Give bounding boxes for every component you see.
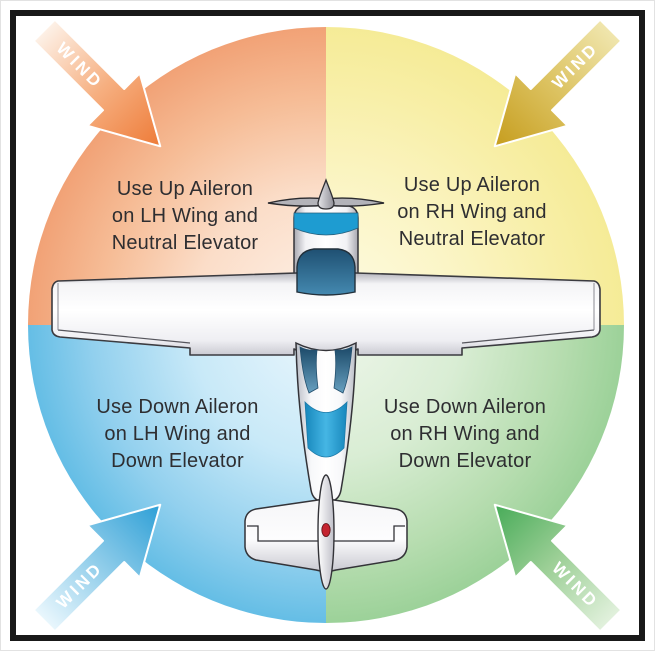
instruction-top-left: Use Up Aileron on LH Wing and Neutral El… — [70, 176, 300, 257]
instruction-line: Use Up Aileron — [403, 174, 541, 196]
fuselage-trim-band — [304, 400, 348, 458]
rear-window-left — [299, 346, 319, 394]
instruction-line: Down Elevator — [111, 450, 244, 472]
instruction-line: Down Elevator — [398, 450, 532, 472]
instruction-line: Use Up Aileron — [116, 178, 254, 200]
instruction-line: Neutral Elevator — [398, 228, 546, 250]
cowl-trim-band — [293, 212, 359, 236]
beacon-light — [321, 523, 331, 537]
windshield — [296, 248, 356, 296]
instruction-bottom-right: Use Down Aileron on RH Wing and Down Ele… — [350, 394, 580, 475]
instruction-line: on RH Wing and — [390, 423, 540, 445]
wind-arrow-top-left: WIND — [32, 18, 162, 148]
wind-arrow-shape — [32, 18, 162, 148]
wind-arrow-top-right: WIND — [493, 18, 623, 148]
instruction-top-right: Use Up Aileron on RH Wing and Neutral El… — [357, 172, 587, 253]
wind-arrow-bottom-right: WIND — [493, 503, 623, 633]
wind-arrow-shape — [32, 503, 162, 633]
instruction-line: on LH Wing and — [104, 423, 251, 445]
instruction-line: Neutral Elevator — [111, 232, 259, 254]
instruction-line: on RH Wing and — [397, 201, 547, 223]
wind-arrow-bottom-left: WIND — [32, 503, 162, 633]
propeller-spinner — [317, 178, 335, 210]
instruction-line: Use Down Aileron — [383, 396, 547, 418]
rear-window-right — [333, 346, 353, 394]
wind-arrow-shape — [493, 503, 623, 633]
instruction-bottom-left: Use Down Aileron on LH Wing and Down Ele… — [60, 394, 295, 475]
instruction-line: Use Down Aileron — [96, 396, 259, 418]
aileron-hinge-left — [57, 329, 191, 344]
wind-arrow-shape — [493, 18, 623, 148]
instruction-line: on LH Wing and — [111, 205, 259, 227]
aileron-hinge-right — [461, 329, 595, 344]
